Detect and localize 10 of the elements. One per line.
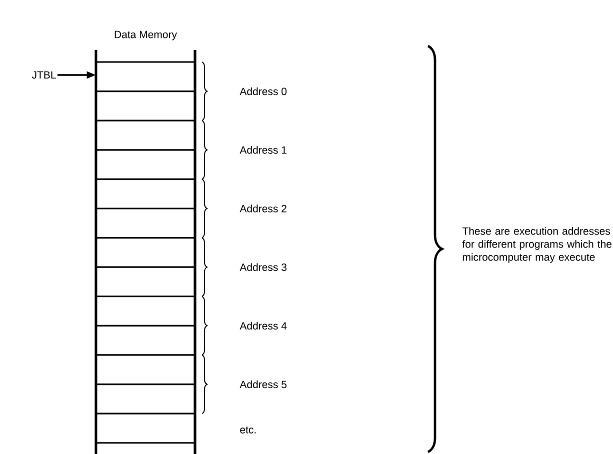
- etc-label: etc.: [240, 426, 256, 434]
- address-label: Address 5: [240, 380, 287, 388]
- pointer-label: JTBL: [32, 71, 56, 79]
- memory-column: Data Memory: [94, 30, 196, 454]
- address-label: Address 4: [240, 322, 287, 330]
- address-label: Address 2: [240, 204, 286, 212]
- address-label: Address 0: [240, 87, 287, 96]
- address-label: Address 3: [240, 263, 286, 271]
- note-text: These are execution addresses for different programs which the microcomputer may execute: [462, 227, 612, 263]
- address-label: Address 1: [240, 146, 286, 154]
